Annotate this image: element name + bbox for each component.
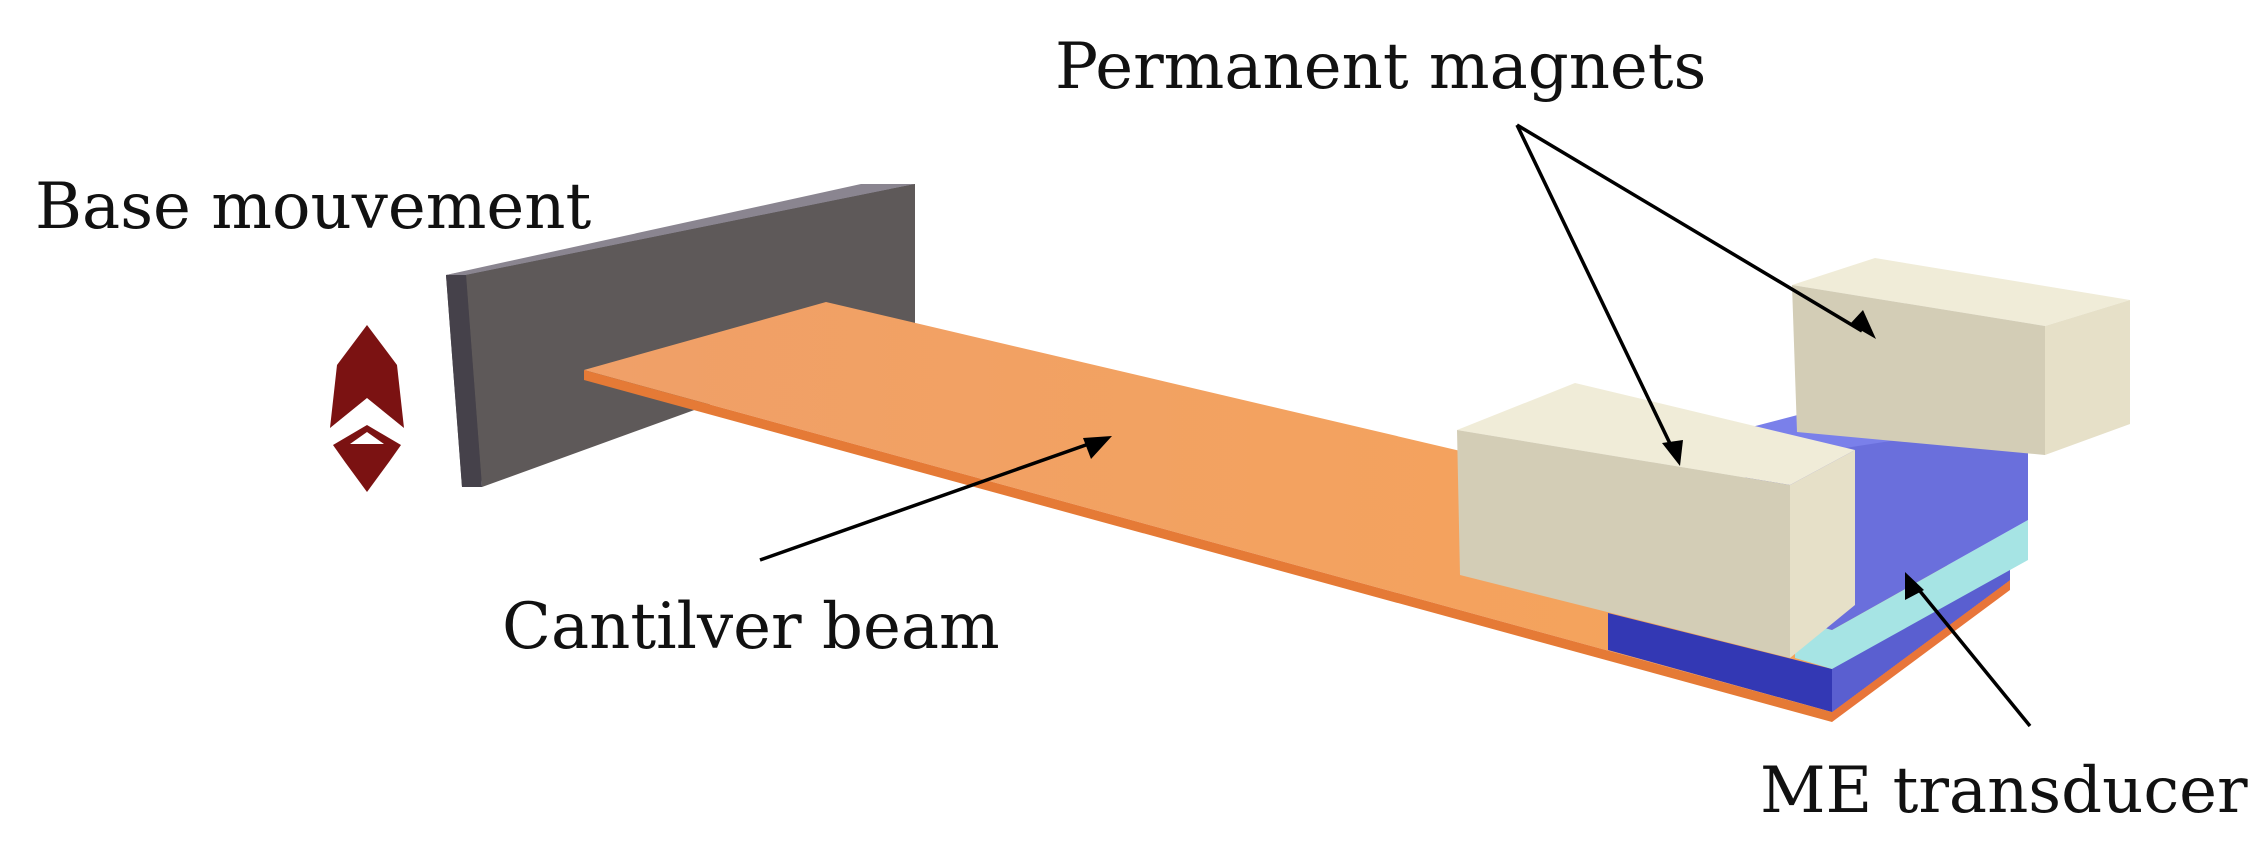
magnet-arrow-head-back [1850,310,1876,339]
magnet-arrow-line-front [1515,124,1677,455]
permanent-magnets-label: Permanent magnets [1055,30,1706,104]
annotation-arrows [759,123,2032,728]
base-block [446,184,915,487]
magnet-arrow-line-back [1516,123,1863,333]
permanent-magnet-front [1457,383,1855,658]
permanent-magnet-back [1792,258,2130,455]
base-movement-label: Base mouvement [35,170,592,244]
beam-annotation-arrowhead [1083,436,1112,459]
cantilever-beam-label: Cantilver beam [502,590,1000,664]
base-motion-arrow-icon [330,325,404,492]
me-transducer-label: ME transducer [1760,754,2248,828]
transducer-annotation-line [1913,583,2032,728]
beam-annotation-line [759,438,1101,562]
magnet-arrow-head-front [1662,440,1683,466]
transducer-annotation-arrowhead [1905,572,1924,600]
